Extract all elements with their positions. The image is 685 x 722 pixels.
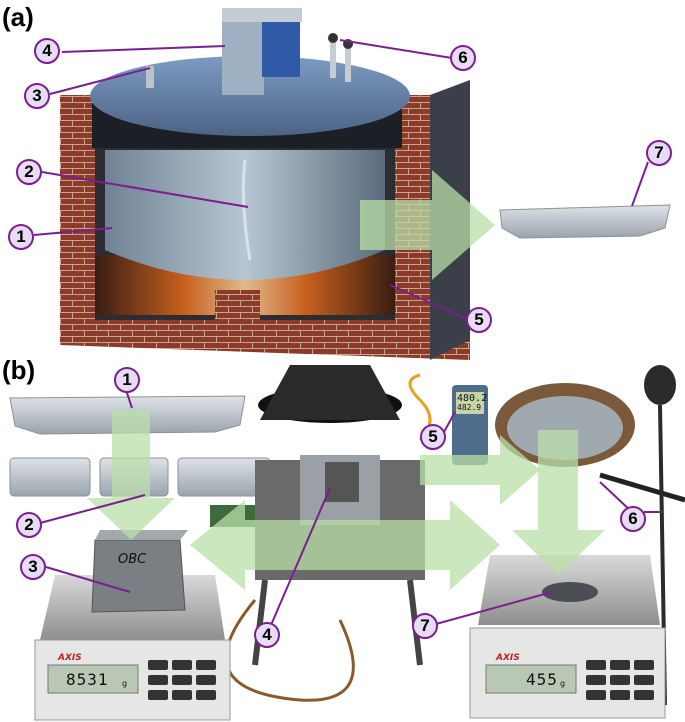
callout-5: 5: [420, 424, 446, 450]
scale-right: [469, 555, 666, 719]
callout-2: 2: [16, 512, 42, 538]
ingot-block-top: [95, 530, 188, 540]
dross-sample: [542, 582, 598, 602]
inlet-pipe: [146, 66, 154, 88]
valve-stem-right: [345, 42, 351, 82]
scale-left-reading: 8531: [66, 670, 109, 689]
scale-left-display: [47, 664, 139, 694]
callout-7: 7: [646, 140, 672, 166]
callout-6: 6: [450, 45, 476, 71]
callout-lines-b: [39, 389, 662, 633]
ingot-product: [499, 204, 671, 239]
scale-right-reading: 455: [526, 670, 558, 689]
vortex: [241, 159, 252, 261]
callout-3: 3: [20, 554, 46, 580]
callout-7: 7: [412, 613, 438, 639]
process-arrow: [360, 170, 495, 280]
motor-cap: [222, 8, 302, 22]
stirrer-column: [222, 15, 264, 95]
center-brick-pillar: [215, 290, 260, 330]
scale-right-brand: AXIS: [496, 653, 520, 663]
ingot-block: [91, 539, 186, 613]
skimmer-head: [644, 365, 676, 405]
callout-4: 4: [34, 38, 60, 64]
valve-stem-left: [330, 38, 336, 78]
gas-hose: [224, 599, 355, 702]
funnel: [260, 365, 400, 420]
callout-5: 5: [466, 307, 492, 333]
callout-4: 4: [254, 622, 280, 648]
scale-left-brand: AXIS: [58, 653, 82, 663]
panel-label-b: (b): [2, 355, 36, 385]
ingot-in-crucible: [325, 462, 359, 502]
callout-1: 1: [8, 224, 34, 250]
scale-right-unit: g: [560, 679, 566, 688]
ingot-marking: OBC: [118, 552, 147, 567]
callout-1: 1: [114, 367, 140, 393]
ingot-piece: [9, 457, 91, 497]
thermometer-reading-bottom: 482.9: [457, 403, 482, 412]
stirrer-motor: [262, 15, 300, 77]
scale-right-display: [485, 664, 577, 694]
valve-knob-icon: [328, 33, 338, 43]
callout-lines-a: [33, 39, 649, 319]
callout-3: 3: [24, 83, 50, 109]
thermometer-display: [456, 392, 484, 414]
bowl-handle: [599, 472, 685, 503]
callout-2: 2: [16, 159, 42, 185]
thermometer-reading-top: 480.2: [457, 393, 488, 404]
scale-left-unit: g: [122, 679, 128, 688]
panel-label-a: (a): [2, 2, 34, 32]
molten-metal: [507, 396, 623, 460]
furnace-illustration: [60, 8, 470, 360]
callout-6: 6: [620, 506, 646, 532]
